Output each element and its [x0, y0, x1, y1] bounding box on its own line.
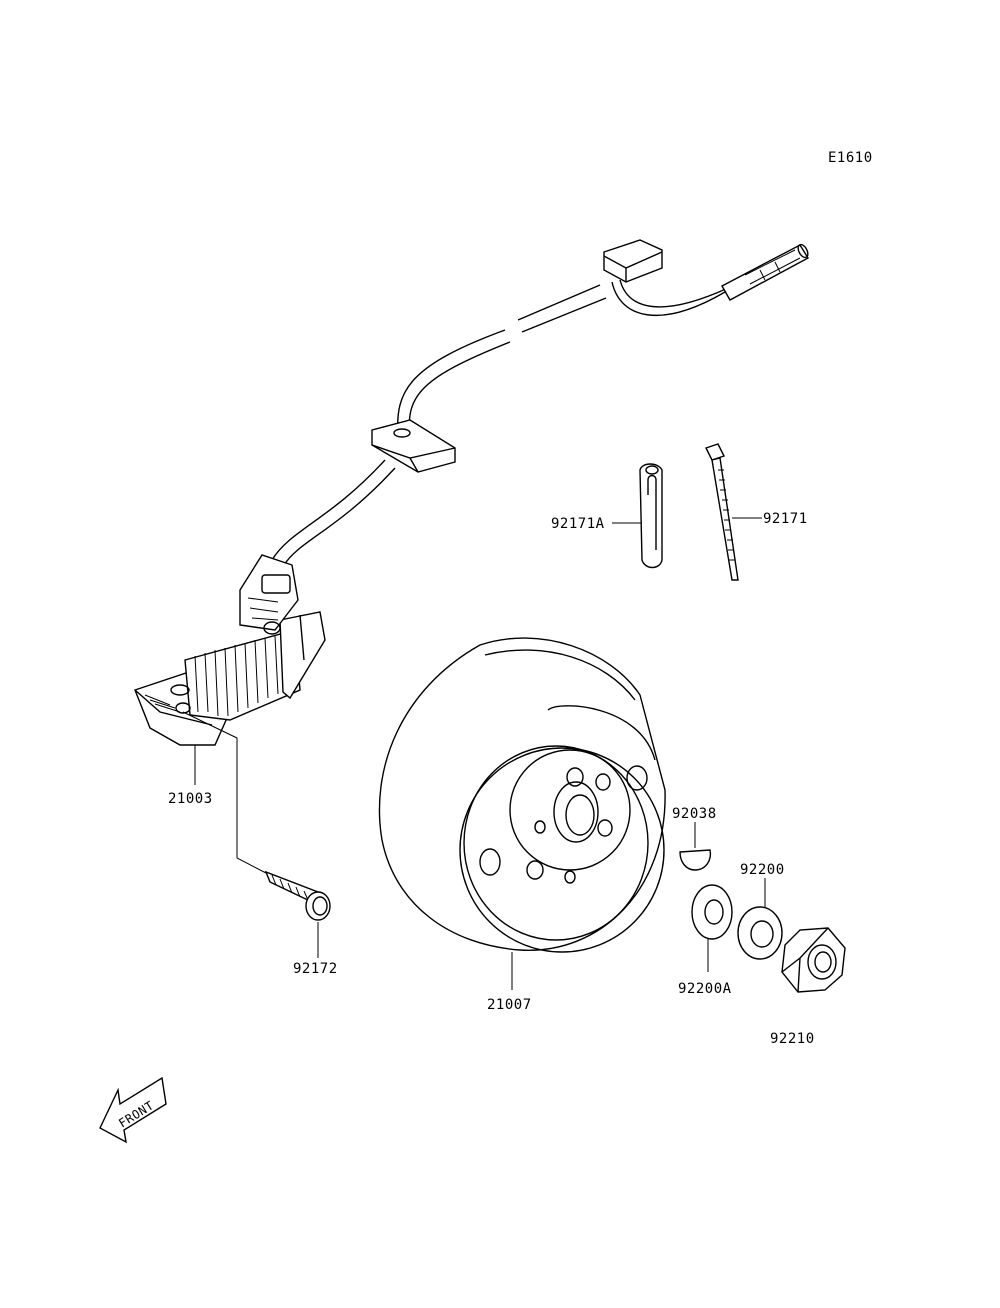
wire-clamp [639, 463, 663, 569]
stator-coil [134, 554, 326, 746]
washer [737, 906, 783, 960]
woodruff-key [679, 849, 712, 871]
nut [781, 927, 846, 993]
part-label-wire-clamp: 92171A [551, 516, 605, 532]
flywheel [378, 637, 666, 953]
part-label-washer: 92200 [740, 862, 785, 878]
wire-harness [271, 239, 809, 566]
part-label-nut: 92210 [770, 1031, 815, 1047]
washer-a [691, 884, 733, 940]
part-label-cable-tie: 92171 [763, 511, 808, 527]
front-arrow-icon: FRONT [99, 1076, 167, 1144]
cable-tie [705, 443, 739, 581]
screw [182, 711, 331, 921]
diagram-code: E1610 [828, 150, 873, 166]
part-label-screw: 92172 [293, 961, 338, 977]
part-label-flywheel: 21007 [487, 997, 532, 1013]
part-label-stator-coil: 21003 [168, 791, 213, 807]
part-label-washer-a: 92200A [678, 981, 732, 997]
part-label-woodruff-key: 92038 [672, 806, 717, 822]
